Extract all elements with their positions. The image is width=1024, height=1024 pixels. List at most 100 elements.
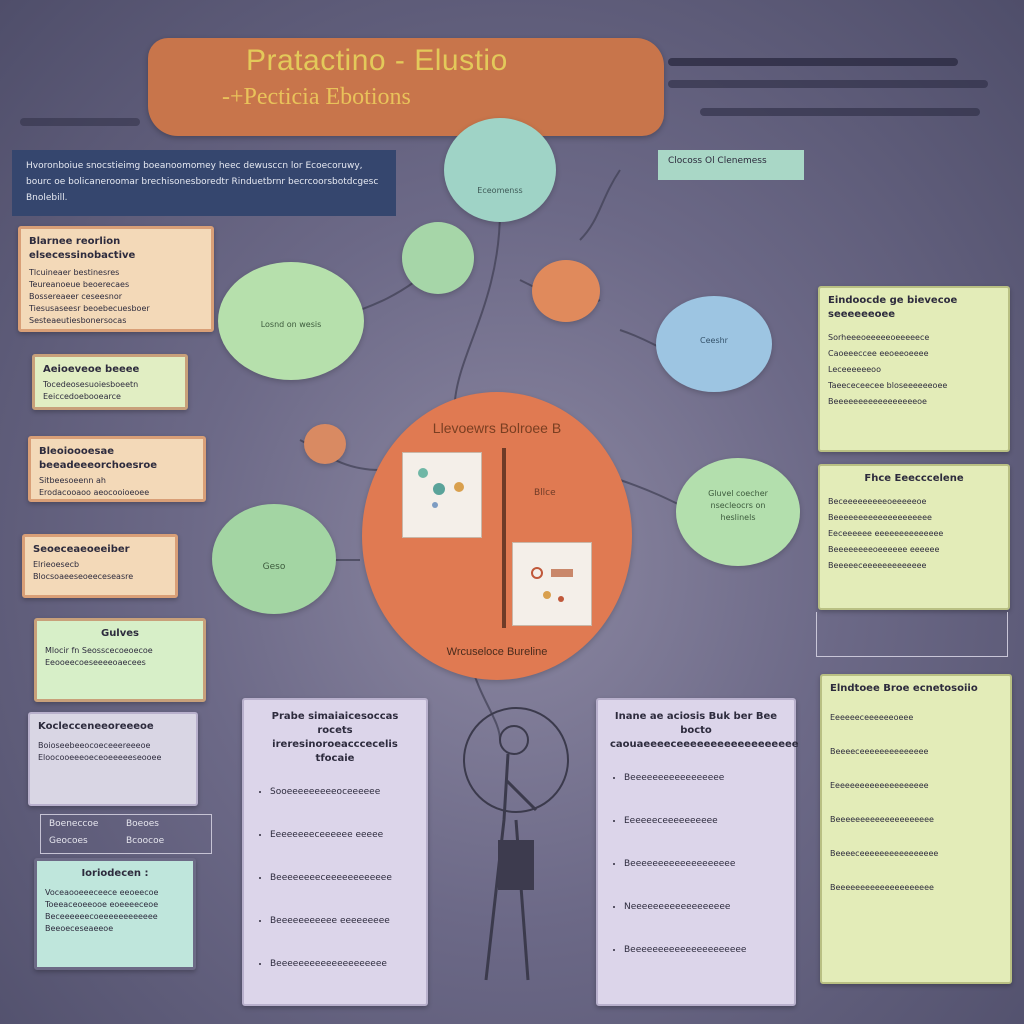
right-note-2-line: Beeeeeeeeeeeeeeeeeeee bbox=[828, 513, 932, 522]
left-note-5-title: Gulves bbox=[100, 628, 139, 639]
bottom-panel-left-title: Prabe simaiaicesoccas rocets ireresinoro… bbox=[271, 711, 399, 764]
hub-title: Llevoewrs Bolroee B bbox=[432, 420, 562, 436]
left-note-3-title: Bleoioooesae beeadeeeorchoesroe bbox=[39, 446, 158, 471]
left-note-5-line: Eeooeecoeseeeeoaecees bbox=[45, 658, 146, 667]
molecule-icon bbox=[418, 468, 464, 508]
left-note-2-title: Aeioeveoe beeee bbox=[43, 364, 140, 375]
bottom-panel-left: Prabe simaiaicesoccas rocets ireresinoro… bbox=[242, 698, 428, 1006]
right-note-2-line: Beceeeeeeeeeoeeeeeoe bbox=[828, 497, 927, 506]
left-note-4-line: Blocsoaeeseoeeceseasre bbox=[33, 572, 134, 581]
left-note-5: Gulves Mlocir fn Seosscecoeoecoe Eeooeec… bbox=[34, 618, 206, 702]
left-label-strip: Boeneccoe Boeoes Geocoes Bcoocoe bbox=[40, 814, 212, 854]
right-note-1-line: Leceeeeeeoo bbox=[828, 365, 881, 374]
left-note-6-line: Eloocooeeeoeceoeeeeeseooee bbox=[38, 753, 162, 762]
right-note-3-line: Beeeeeeeeeeeeeeeeeeee bbox=[830, 815, 934, 824]
bubble-small-green bbox=[402, 222, 474, 294]
header-description-text: Hvoronboiue snocstieimg boeanoomomey hee… bbox=[26, 161, 379, 203]
bottom-panel-right-item: Beeeeeeeeeeeeeeeee bbox=[624, 772, 782, 785]
hub-caption: Wrcuseloce Bureline bbox=[446, 646, 548, 658]
aqua-note-line: Toeeaceoeeooe eoeeeeceoe bbox=[45, 900, 159, 909]
top-right-tag: Clocoss Ol Clenemess bbox=[658, 150, 804, 180]
bubble-right-blue: Ceeshr bbox=[656, 296, 772, 392]
right-note-1: Eindoocde ge bievecoe seeeeeeoee Sorheee… bbox=[818, 286, 1010, 452]
bubble-right-green-label: Gluvel coecher nsecleocrs on heslinels bbox=[708, 489, 768, 522]
left-note-1: Blarnee reorlion elsecessinobactive Tlcu… bbox=[18, 226, 214, 332]
right-bracket bbox=[816, 612, 1008, 657]
aqua-note: Ioriodecen : Voceaooeeeceece eeoeecoe To… bbox=[34, 858, 196, 970]
title-line-2: -+Pecticia Ebotions bbox=[222, 84, 411, 110]
left-note-3-line: Erodacooaoo aeocooioeoee bbox=[39, 488, 150, 497]
right-note-3-title: Elndtoee Broe ecnetosoiio bbox=[830, 683, 978, 694]
header-description-box: Hvoronboiue snocstieimg boeanoomomey hee… bbox=[12, 150, 396, 216]
right-note-1-title: Eindoocde ge bievecoe seeeeeeoee bbox=[828, 295, 958, 320]
aqua-note-line: Beeoeceseaeeoe bbox=[45, 924, 114, 933]
chart-icon bbox=[531, 567, 573, 602]
left-note-3-line: Sitbeesoeenn ah bbox=[39, 476, 106, 485]
left-label: Boeoes bbox=[126, 819, 159, 829]
bottom-panel-right-item: Beeeeeeeeeeeeeeeeeee bbox=[624, 858, 782, 871]
right-note-2-line: Beeeeeceeeeeeeeeeeee bbox=[828, 561, 927, 570]
aqua-note-line: Beceeeeeecoeeeeeeeeeeee bbox=[45, 912, 158, 921]
bottom-panel-right-item: Eeeeeeceeeeeeeeee bbox=[624, 815, 782, 828]
bubble-tiny-orange bbox=[304, 424, 346, 464]
left-note-3: Bleoioooesae beeadeeeorchoesroe Sitbeeso… bbox=[28, 436, 206, 502]
bottom-panel-left-item: Beeeeeeeeceeeeeeeeeeee bbox=[270, 872, 414, 885]
left-note-6: Koclecceneeoreeeoe Boioseebeeocoeceeeree… bbox=[28, 712, 198, 806]
left-note-1-line: Tiesusaseesr beoebecuesboer bbox=[29, 304, 150, 313]
left-note-2: Aeioeveoe beeee Tocedeosesuoiesboeetn Ee… bbox=[32, 354, 188, 410]
right-note-3-line: Beeeeceeeeeeeeeeeeeeee bbox=[830, 849, 939, 858]
left-note-6-title: Koclecceneeoreeeoe bbox=[38, 721, 154, 732]
title-line-1: Pratactino - Elustio bbox=[246, 44, 508, 77]
left-note-2-line: Eeiccedoebooearce bbox=[43, 392, 121, 401]
bubble-left-lower-label: Geso bbox=[262, 562, 286, 572]
right-note-1-line: Caoeeeccee eeoeeoeeee bbox=[828, 349, 929, 358]
top-right-tag-text: Clocoss Ol Clenemess bbox=[668, 156, 767, 166]
left-note-1-line: Teureanoeue beoerecaes bbox=[29, 280, 130, 289]
bottom-panel-left-item: Beeeeeeeeeee eeeeeeeee bbox=[270, 915, 414, 928]
right-note-1-line: Beeeeeeeeeeeeeeeeeoe bbox=[828, 397, 927, 406]
title-banner bbox=[148, 38, 664, 136]
aqua-note-line: Voceaooeeeceece eeoeecoe bbox=[45, 888, 159, 897]
hub-side-tag: Bllce bbox=[534, 488, 556, 498]
left-note-1-title: Blarnee reorlion elsecessinobactive bbox=[29, 236, 136, 261]
left-note-1-line: Tlcuineaer bestinesres bbox=[29, 268, 120, 277]
right-note-1-line: Sorheeeoeeeeeoeeeeece bbox=[828, 333, 930, 342]
bottom-panel-right-item: Neeeeeeeeeeeeeeeeee bbox=[624, 901, 782, 914]
right-note-3-line: Beeeeceeeeeeeeeeeeee bbox=[830, 747, 929, 756]
bottom-panel-right-item: Beeeeeeeeeeeeeeeeeeeee bbox=[624, 944, 782, 957]
left-note-4-line: Elrieoesecb bbox=[33, 560, 80, 569]
bottom-panel-left-item: Beeeeeeeeeeeeeeeeeeee bbox=[270, 958, 414, 971]
right-note-3-line: Beeeeeeeeeeeeeeeeeeee bbox=[830, 883, 934, 892]
bottom-panel-right: Inane ae aciosis Buk ber Bee bocto caoua… bbox=[596, 698, 799, 1006]
left-note-4-title: Seoeceaeoeeiber bbox=[33, 544, 130, 555]
left-note-1-line: Bossereaeer ceseesnor bbox=[29, 292, 123, 301]
left-note-2-line: Tocedeosesuoiesboeetn bbox=[43, 380, 139, 389]
left-note-6-line: Boioseebeeocoeceeereeeoe bbox=[38, 741, 151, 750]
left-label: Boeneccoe bbox=[49, 819, 99, 829]
right-note-3-line: Eeeeeeeeeeeeeeeeeeee bbox=[830, 781, 929, 790]
hub-photo-left bbox=[402, 452, 482, 538]
left-note-1-line: Sesteaeutiesbonersocas bbox=[29, 316, 127, 325]
right-note-2-line: Beeeeeeeeoeeeeee eeeeee bbox=[828, 545, 940, 554]
right-note-2-line: Eeceeeeee eeeeeeeeeeeeee bbox=[828, 529, 944, 538]
bubble-top-center-label: Eceomenss bbox=[477, 186, 523, 195]
left-note-4: Seoeceaeoeeiber Elrieoesecb Blocsoaeeseo… bbox=[22, 534, 178, 598]
right-note-3: Elndtoee Broe ecnetosoiio Eeeeeeceeeeeeo… bbox=[820, 674, 1012, 984]
bottom-panel-left-item: Eeeeeeeeceeeeee eeeee bbox=[270, 829, 414, 842]
hub-photo-right bbox=[512, 542, 592, 626]
right-note-3-line: Eeeeeeceeeeeeoeee bbox=[830, 713, 914, 722]
scribble-line bbox=[700, 108, 980, 116]
bubble-top-center: Eceomenss bbox=[444, 118, 556, 222]
bubble-left-green: Losnd on wesis bbox=[218, 262, 364, 380]
right-note-2-title: Fhce Eeecccelene bbox=[864, 473, 964, 484]
bottom-panel-right-title: Inane ae aciosis Buk ber Bee bocto caoua… bbox=[610, 711, 799, 750]
bubble-left-green-label: Losnd on wesis bbox=[260, 320, 322, 329]
bubble-small-orange bbox=[532, 260, 600, 322]
bubble-left-lower: Geso bbox=[212, 504, 336, 614]
bottom-panel-left-item: Sooeeeeeeeeeoceeeeee bbox=[270, 786, 414, 799]
right-note-1-line: Taeececeecee bloseeeeeeoee bbox=[828, 381, 948, 390]
bubble-right-green: Gluvel coecher nsecleocrs on heslinels bbox=[676, 458, 800, 566]
left-label: Bcoocoe bbox=[126, 836, 165, 846]
scribble-line bbox=[668, 58, 958, 66]
scribble-line bbox=[668, 80, 988, 88]
